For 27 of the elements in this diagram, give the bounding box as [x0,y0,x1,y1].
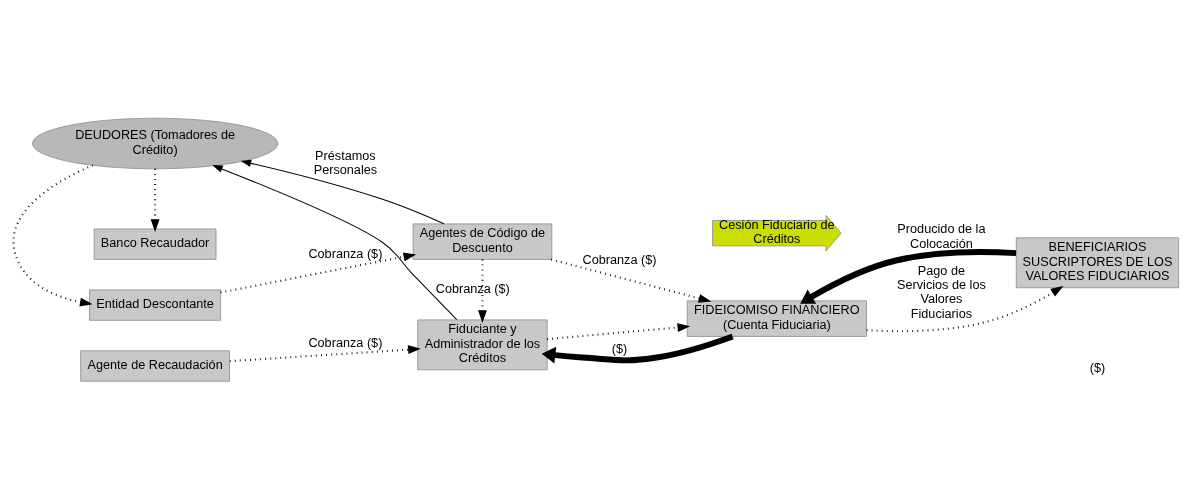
arrow [541,333,734,364]
arrow [212,165,458,321]
edge-label: ($) [611,342,628,357]
arrow [240,159,445,225]
arrow [150,168,160,233]
arrow [550,258,712,303]
node-box: Entidad Descontante [89,289,222,321]
edge-label: Producido de la Colocación [897,222,986,251]
node-box: FIDEICOMISO FINANCIERO (Cuenta Fiduciaria) [686,300,867,337]
edge-label: Cobranza ($) [308,336,383,351]
edge-label: Cobranza ($) [582,253,657,268]
edge-label: Cobranza ($) [435,281,510,296]
node-box: Agentes de Código de Descuento [412,223,553,260]
arrow [866,286,1064,333]
node-box: BENEFICIARIOS SUSCRIPTORES DE LOS VALORES FIDUCIARIOS [1015,237,1180,289]
edge-label: Pago de Servicios de los Valores Fiduciarios [897,263,986,321]
arrow [800,249,1017,304]
edge-label: Préstamos Personales [313,148,378,177]
node-box: Agente de Recaudación [80,350,230,382]
node-box: Fiduciante y Administrador de los Créditos [417,319,548,371]
arrow [12,164,94,307]
label: ($) [1089,361,1106,376]
edge-label: Cobranza ($) [308,246,383,261]
node-box: Banco Recaudador [93,228,217,260]
arrow [229,345,421,363]
arrow [220,252,417,294]
arrow [547,323,691,341]
